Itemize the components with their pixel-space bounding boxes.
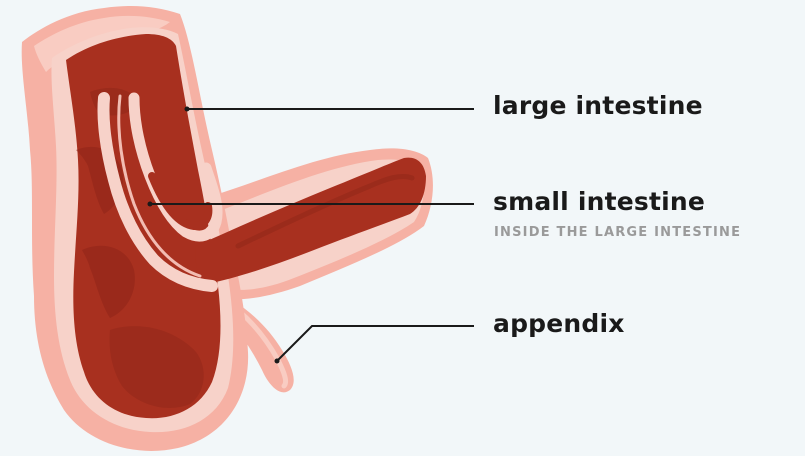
small-intestine-label: small intestine — [493, 189, 705, 214]
small-intestine-sublabel: INSIDE THE LARGE INTESTINE — [494, 226, 741, 239]
appendix-label: appendix — [493, 311, 625, 336]
appendix-leader-line — [277, 326, 474, 361]
large-intestine-label: large intestine — [493, 93, 703, 118]
